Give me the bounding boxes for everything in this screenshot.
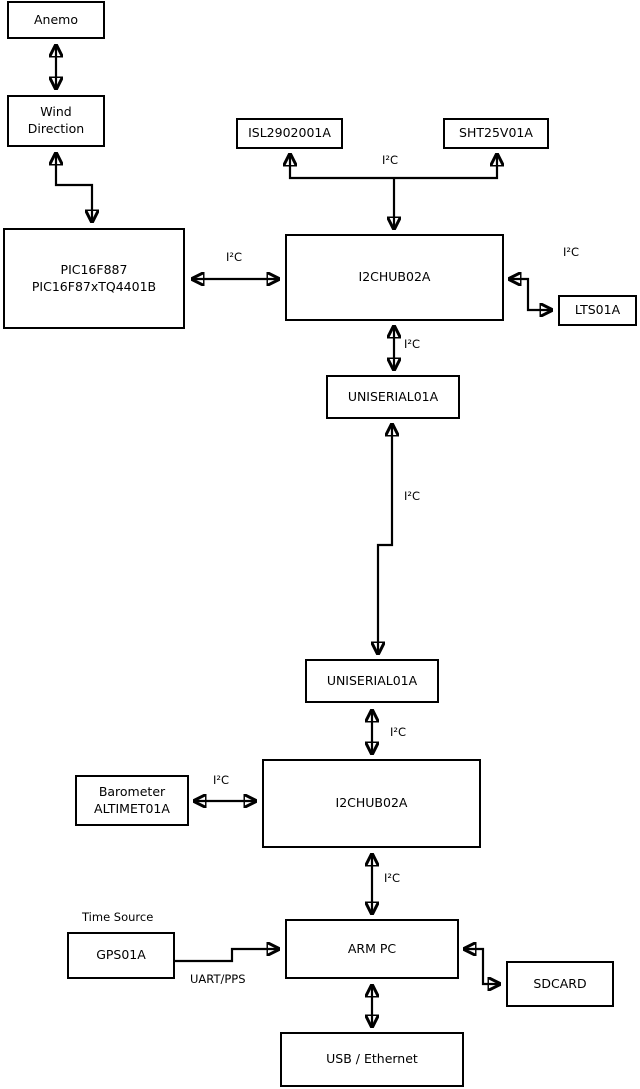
connector-uniserial-link xyxy=(378,424,392,654)
node-lts01a[interactable]: LTS01A xyxy=(558,295,637,326)
node-wind-direction-label-line1: Wind xyxy=(40,104,72,120)
node-uniserial01a-bottom-label: UNISERIAL01A xyxy=(326,672,418,688)
node-barometer-label: Barometer ALTIMET01A xyxy=(94,784,170,818)
node-pic-label-line1: PIC16F887 xyxy=(60,261,128,277)
node-anemo-label: Anemo xyxy=(34,11,78,27)
edge-label-i2c-uniserial-link: I²C xyxy=(404,489,421,503)
edge-label-i2c-pic-hub: I²C xyxy=(226,250,243,264)
node-sdcard[interactable]: SDCARD xyxy=(506,961,614,1007)
edge-label-uart-pps: UART/PPS xyxy=(190,972,246,986)
connector-wind-pic xyxy=(56,153,92,222)
node-barometer-altimet01a[interactable]: Barometer ALTIMET01A xyxy=(75,775,189,826)
node-lts01a-label: LTS01A xyxy=(574,302,621,318)
edge-label-i2c-barometer-hub2: I²C xyxy=(213,773,230,787)
node-arm-pc[interactable]: ARM PC xyxy=(285,919,459,979)
node-sdcard-label: SDCARD xyxy=(533,975,587,991)
node-barometer-label-line1: Barometer xyxy=(98,783,166,799)
node-wind-direction-label-line2: Direction xyxy=(27,121,85,136)
node-usb-ethernet-label: USB / Ethernet xyxy=(326,1051,418,1067)
node-uniserial01a-bottom[interactable]: UNISERIAL01A xyxy=(305,659,439,703)
node-usb-ethernet[interactable]: USB / Ethernet xyxy=(280,1032,464,1087)
node-pic-label-line2: PIC16F87xTQ4401B xyxy=(31,278,157,294)
connector-sensorbus-isl xyxy=(290,154,394,180)
connector-sensorbus-sht xyxy=(394,154,497,180)
edge-label-i2c-hub-uniserial: I²C xyxy=(404,337,421,351)
connector-armpc-sdcard xyxy=(464,949,500,984)
node-uniserial01a-top-label: UNISERIAL01A xyxy=(347,388,439,404)
connector-gps-armpc xyxy=(175,949,279,963)
edge-label-i2c-hub-lts: I²C xyxy=(563,245,580,259)
edge-label-i2c-uniserial-hub2: I²C xyxy=(390,725,407,739)
node-i2chub02a-bottom-label: I2CHUB02A xyxy=(335,795,408,811)
node-i2chub02a-top-label: I2CHUB02A xyxy=(358,269,431,285)
node-barometer-label-line2: ALTIMET01A xyxy=(94,800,170,816)
node-i2chub02a-top[interactable]: I2CHUB02A xyxy=(285,234,504,321)
connector-hubtop-lts xyxy=(509,279,552,310)
node-isl2902001a-label: ISL2902001A xyxy=(248,125,331,141)
node-sht25v01a-label: SHT25V01A xyxy=(459,125,533,141)
node-wind-direction-label: Wind Direction xyxy=(28,104,84,138)
annotation-time-source: Time Source xyxy=(82,910,154,924)
node-gps01a[interactable]: GPS01A xyxy=(67,932,175,979)
node-pic-microcontroller[interactable]: PIC16F887 PIC16F87xTQ4401B xyxy=(3,228,185,329)
node-gps01a-label: GPS01A xyxy=(96,947,146,963)
edge-label-i2c-hub2-armpc: I²C xyxy=(384,871,401,885)
node-uniserial01a-top[interactable]: UNISERIAL01A xyxy=(326,375,460,419)
node-anemo[interactable]: Anemo xyxy=(7,1,105,39)
node-wind-direction[interactable]: Wind Direction xyxy=(7,95,105,147)
node-pic-label: PIC16F887 PIC16F87xTQ4401B xyxy=(32,262,156,296)
edge-label-i2c-sensor-bus: I²C xyxy=(382,153,399,167)
node-isl2902001a[interactable]: ISL2902001A xyxy=(236,118,343,149)
node-sht25v01a[interactable]: SHT25V01A xyxy=(443,118,549,149)
node-i2chub02a-bottom[interactable]: I2CHUB02A xyxy=(262,759,481,848)
node-arm-pc-label: ARM PC xyxy=(347,940,397,956)
